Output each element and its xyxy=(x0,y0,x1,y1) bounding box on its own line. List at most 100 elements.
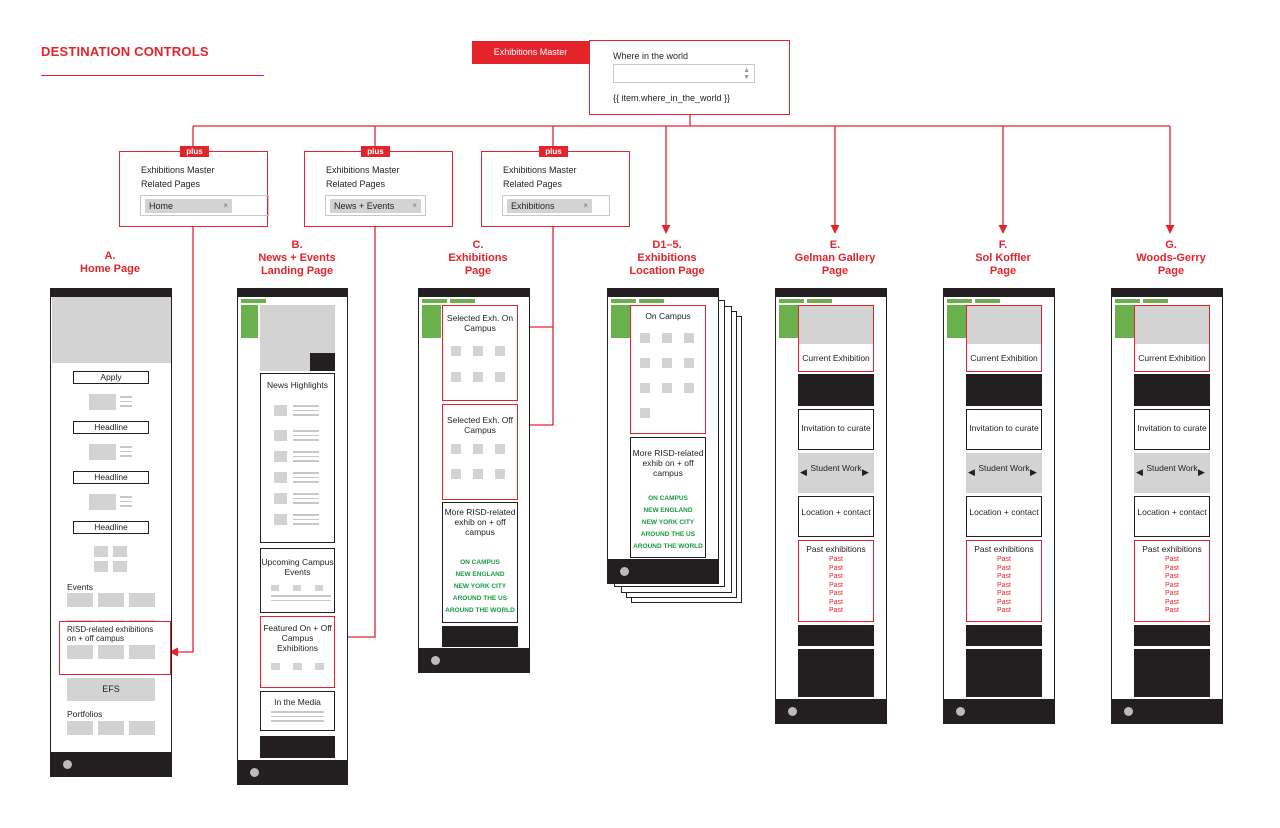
right-arrow-icon[interactable]: ▶ xyxy=(1198,467,1205,477)
past-link[interactable]: Past xyxy=(996,590,1011,597)
thumb xyxy=(684,333,694,343)
location-contact-box[interactable] xyxy=(1134,496,1210,537)
dark-block xyxy=(1134,374,1210,406)
past-link[interactable]: Past xyxy=(828,556,843,563)
current-image xyxy=(799,306,873,344)
related-field[interactable]: News + Events× xyxy=(325,195,426,216)
past-link[interactable]: Past xyxy=(828,564,843,572)
current-image xyxy=(1135,306,1209,344)
chip-home[interactable]: Home × xyxy=(145,199,232,213)
past-link[interactable]: Past xyxy=(1164,564,1179,572)
right-arrow-icon[interactable]: ▶ xyxy=(862,467,869,477)
dark-block xyxy=(966,625,1042,646)
left-arrow-icon[interactable]: ◀ xyxy=(1136,467,1143,477)
past-link[interactable]: Past xyxy=(828,590,843,597)
past-link[interactable]: Past xyxy=(1164,590,1179,597)
location-link[interactable]: NEW ENGLAND xyxy=(643,507,693,514)
thumb xyxy=(274,451,287,462)
location-link[interactable]: NEW ENGLAND xyxy=(455,571,505,578)
past-exhibitions-label: Past exhibitions xyxy=(806,544,866,554)
efs-block[interactable]: EFS xyxy=(67,678,155,701)
dark-block xyxy=(442,626,518,647)
chip-label: Home xyxy=(149,201,174,211)
upcoming-events-label: Upcoming Campus Events xyxy=(261,557,334,577)
footer-dot xyxy=(431,656,440,665)
location-link[interactable]: NEW YORK CITY xyxy=(641,519,695,526)
text-lines xyxy=(293,493,319,507)
past-link[interactable]: Past xyxy=(996,607,1011,614)
student-work-carousel[interactable] xyxy=(798,453,874,493)
right-arrow-icon[interactable]: ▶ xyxy=(1030,467,1037,477)
wireframe-gelman: Current Exhibition Invitation to curate … xyxy=(775,288,887,724)
student-work-carousel[interactable] xyxy=(966,453,1042,493)
thumb xyxy=(495,346,505,356)
location-link[interactable]: AROUND THE WORLD xyxy=(445,607,515,614)
text-lines xyxy=(293,405,319,419)
past-link[interactable]: Past xyxy=(996,598,1011,606)
thumb xyxy=(293,663,302,670)
related-field[interactable]: Home × xyxy=(140,195,269,216)
thumb xyxy=(451,372,461,382)
headline-1[interactable]: Headline xyxy=(73,421,149,434)
left-arrow-icon[interactable]: ◀ xyxy=(800,467,807,477)
invite-label: Invitation to curate xyxy=(801,423,871,433)
where-select[interactable]: ▲▼ xyxy=(613,64,755,83)
nav-bar xyxy=(807,299,832,303)
invite-box[interactable] xyxy=(798,409,874,450)
location-link[interactable]: ON CAMPUS xyxy=(460,559,500,566)
footer-bar xyxy=(944,699,1054,723)
dark-block xyxy=(1134,649,1210,697)
thumb xyxy=(662,333,672,343)
headline-3[interactable]: Headline xyxy=(73,521,149,534)
portfolios-label: Portfolios xyxy=(67,709,103,719)
past-link[interactable]: Past xyxy=(828,607,843,614)
location-link[interactable]: ON CAMPUS xyxy=(648,495,688,502)
stepper-arrows-icon: ▲▼ xyxy=(743,67,750,81)
more-risd-box xyxy=(442,502,518,623)
thumb xyxy=(495,469,505,479)
past-link[interactable]: Past xyxy=(828,573,843,580)
past-link[interactable]: Past xyxy=(996,564,1011,572)
headline-2[interactable]: Headline xyxy=(73,471,149,484)
top-bar xyxy=(419,289,529,297)
student-work-carousel[interactable] xyxy=(1134,453,1210,493)
related-field[interactable]: Exhibitions× xyxy=(502,195,610,216)
past-link[interactable]: Past xyxy=(996,581,1011,589)
chip-exhibitions[interactable]: Exhibitions× xyxy=(507,199,592,213)
more-risd-box xyxy=(630,437,706,558)
invite-box[interactable] xyxy=(966,409,1042,450)
location-link[interactable]: NEW YORK CITY xyxy=(453,583,507,590)
location-link[interactable]: AROUND THE US xyxy=(452,595,508,602)
left-arrow-icon[interactable]: ◀ xyxy=(968,467,975,477)
page-letter: D1–5. xyxy=(652,239,682,251)
apply-button[interactable]: Apply xyxy=(73,371,149,384)
past-link[interactable]: Past xyxy=(828,598,843,606)
location-contact-box[interactable] xyxy=(798,496,874,537)
close-icon[interactable]: × xyxy=(223,201,228,210)
close-icon[interactable]: × xyxy=(412,201,417,210)
footer-dot xyxy=(620,567,629,576)
page-title-d: D1–5. Exhibitions Location Page xyxy=(602,239,732,278)
location-link[interactable]: AROUND THE US xyxy=(640,531,696,538)
chip-news-events[interactable]: News + Events× xyxy=(330,199,421,213)
nav-bar xyxy=(450,299,475,303)
text-lines xyxy=(120,496,132,510)
page-name: Woods-Gerry xyxy=(1136,252,1206,264)
past-link[interactable]: Past xyxy=(1164,573,1179,580)
past-link[interactable]: Past xyxy=(996,573,1011,580)
past-link[interactable]: Past xyxy=(1164,556,1179,563)
past-link[interactable]: Past xyxy=(1164,581,1179,589)
location-contact-box[interactable] xyxy=(966,496,1042,537)
thumb xyxy=(684,358,694,368)
past-exhibitions-label: Past exhibitions xyxy=(974,544,1034,554)
invite-box[interactable] xyxy=(1134,409,1210,450)
past-link[interactable]: Past xyxy=(1164,598,1179,606)
selected-on-label: Selected Exh. On Campus xyxy=(446,313,514,333)
location-link[interactable]: AROUND THE WORLD xyxy=(633,543,703,550)
past-link[interactable]: Past xyxy=(828,581,843,589)
media-label: In the Media xyxy=(274,697,321,707)
close-icon[interactable]: × xyxy=(583,201,588,210)
past-link[interactable]: Past xyxy=(1164,607,1179,614)
dark-block xyxy=(798,649,874,697)
past-link[interactable]: Past xyxy=(996,556,1011,563)
